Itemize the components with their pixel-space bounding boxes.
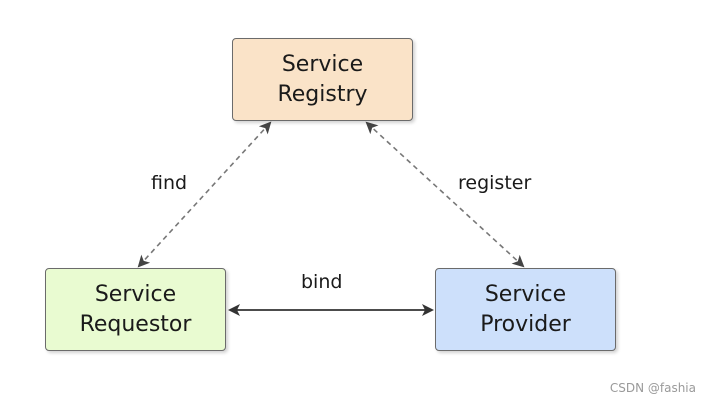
bind-edge-label: bind [301,271,343,293]
service-requestor-node: Service Requestor [45,268,226,351]
find-edge [137,121,272,268]
service-registry-line2: Registry [277,81,368,107]
service-registry-line1: Service [281,51,364,77]
watermark-text: CSDN @fashia [609,381,696,395]
find-edge-label: find [151,172,188,194]
service-registry-node: Service Registry [232,38,413,121]
service-provider-node: Service Provider [435,268,616,351]
service-requestor-line1: Service [94,281,177,307]
service-requestor-line2: Requestor [79,311,192,337]
register-edge-label: register [458,172,532,194]
service-provider-line1: Service [484,281,567,307]
register-edge [365,121,525,268]
service-provider-line2: Provider [480,311,571,337]
